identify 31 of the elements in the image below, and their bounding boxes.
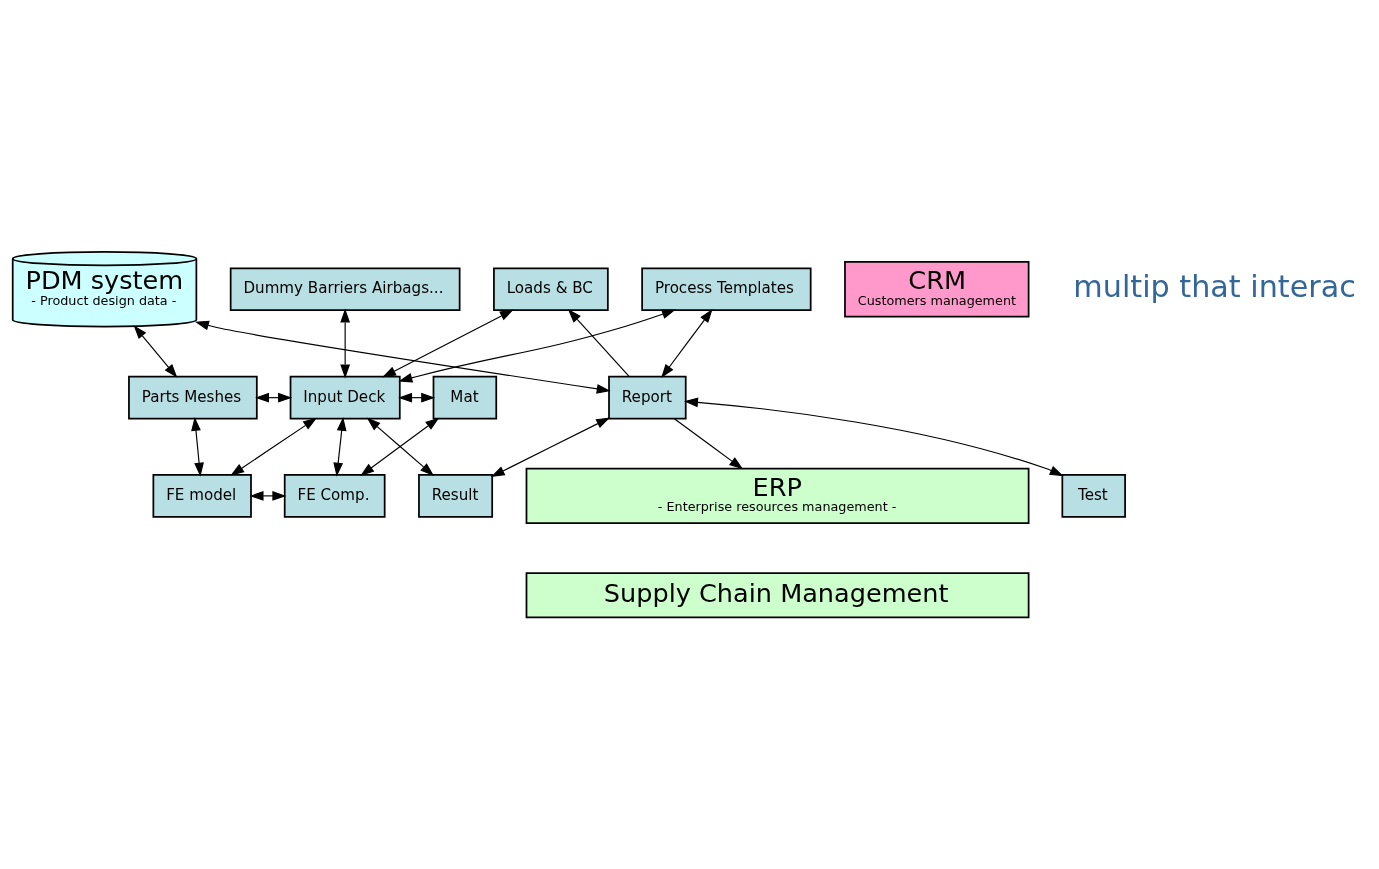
arrow: [255, 392, 293, 403]
node-box: Process Templates: [641, 267, 812, 311]
node-box: Input Deck: [289, 375, 401, 420]
arrow: [340, 308, 351, 379]
arrow: [567, 309, 630, 378]
arrow: [333, 416, 347, 477]
arrow: [398, 392, 436, 403]
arrow: [191, 416, 204, 477]
node-box: FE Comp.: [283, 474, 386, 518]
node-box: CRM Customers management: [844, 261, 1030, 318]
node-box: Test: [1061, 474, 1126, 518]
label: multip that interac: [1073, 268, 1356, 304]
arrow: [673, 418, 744, 470]
arrow: [382, 309, 514, 378]
node-box: Report: [608, 375, 687, 420]
arrow: [133, 325, 178, 378]
node-box: Dummy Barriers Airbags...: [229, 267, 461, 311]
node-box: Loads & BC: [493, 267, 609, 311]
node-box: Parts Meshes: [128, 375, 258, 420]
arrow: [230, 417, 317, 476]
node-box: ERP - Enterprise resources management -: [525, 467, 1030, 525]
arrow: [684, 397, 1064, 477]
node-box: Result: [418, 474, 494, 518]
arrow: [661, 308, 713, 379]
arrow: [249, 491, 287, 501]
node-box: FE model: [152, 474, 252, 518]
arrow: [490, 417, 611, 478]
node-box: Mat: [432, 375, 498, 420]
node-box: Supply Chain Management: [525, 572, 1030, 619]
arrow: [194, 320, 611, 394]
arrow: [398, 309, 676, 383]
